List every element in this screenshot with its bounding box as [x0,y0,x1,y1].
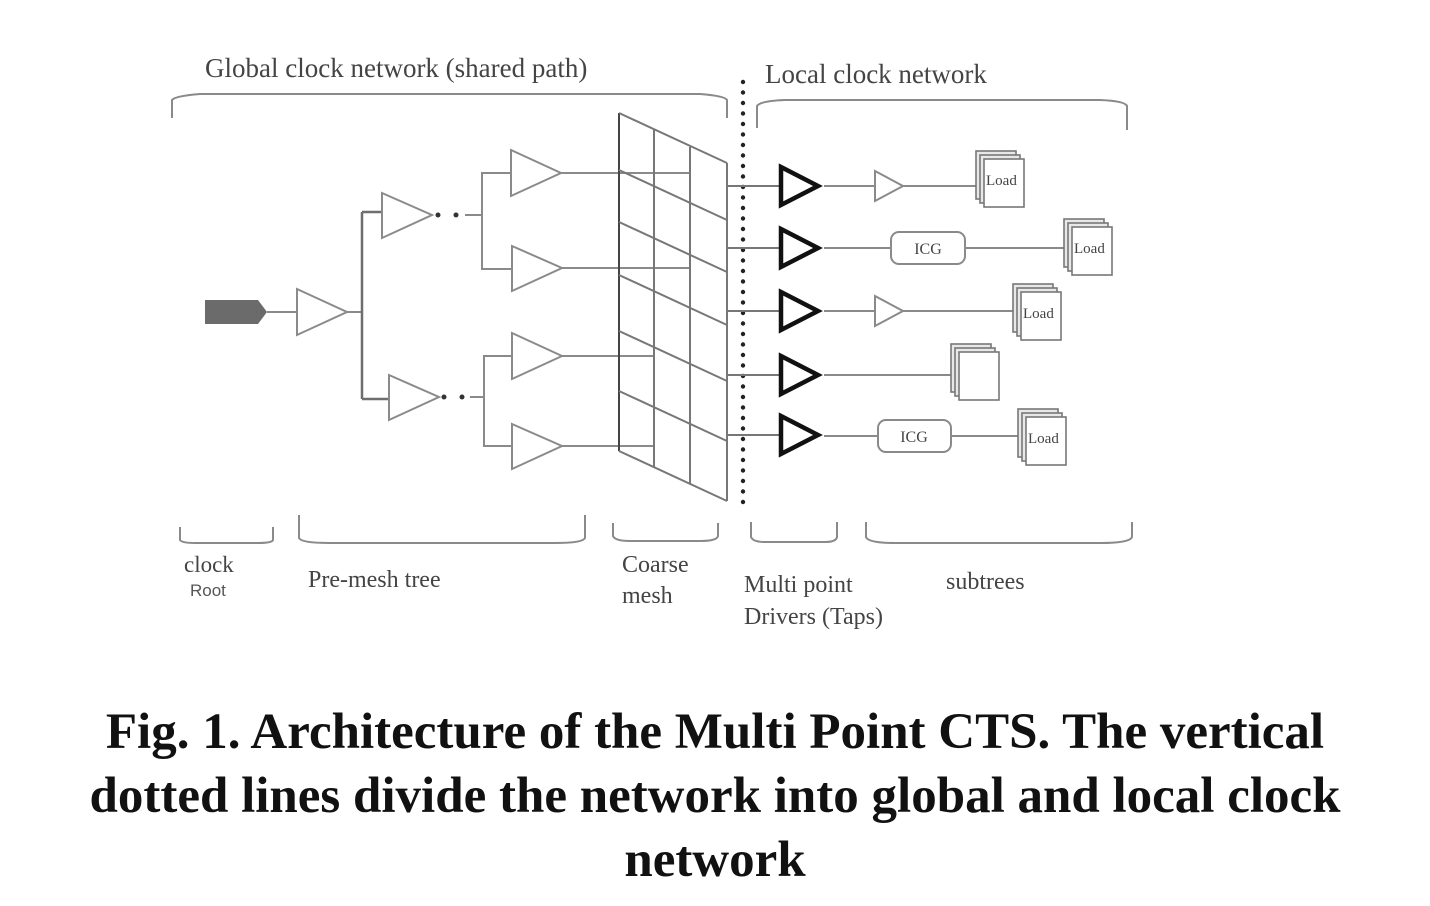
global-local-divider [740,79,746,505]
divider-dot [740,415,746,421]
divider-dot [740,447,746,452]
load-stack [950,343,1000,401]
wire [483,355,512,447]
divider-dot [740,132,746,137]
divider-dot [740,289,746,295]
tap-driver-icon [778,163,823,209]
tap-driver-icon [778,352,823,398]
divider-dot [740,499,746,505]
subtrees: ICG ICG [824,169,1064,453]
caption-line-3: network [624,832,806,888]
clock-root-brace [179,527,274,544]
pre-mesh-tree-label: Pre-mesh tree [308,567,441,593]
multi-point-drivers [727,163,823,458]
icg-label: ICG [900,429,928,446]
coarse-mesh-label-line2: mesh [622,583,673,609]
clock-root-label-line2: Root [190,581,226,600]
subtree-buffer-icon [874,294,906,328]
divider-dot [740,352,746,358]
ellipsis-dot [435,212,441,218]
divider-dot [740,321,746,326]
divider-dot [740,331,746,337]
leaf-buffer-icon [510,148,564,198]
load-stack: Load [1063,218,1113,276]
level2-buffer-icon [388,373,442,422]
taps-label-line2: Drivers (Taps) [744,604,883,630]
divider-dot [740,258,746,263]
divider-dot [740,405,746,410]
tap-driver-icon [778,412,823,458]
load-label: Load [1028,431,1059,447]
global-network-brace [171,93,728,118]
divider-dot [740,111,746,116]
caption-line-1: Fig. 1. Architecture of the Multi Point … [105,704,1325,760]
local-network-brace [756,99,1128,130]
load-stack: Load [1012,283,1062,341]
wire [481,172,512,270]
divider-dot [740,468,746,473]
divider-dot [740,478,746,484]
leaf-buffer-icon [511,244,565,293]
divider-dot [740,489,746,494]
divider-dot [740,457,746,463]
subtree-buffer-icon [874,169,906,203]
pre-mesh-tree [296,148,690,471]
taps-label-line1: Multi point [744,572,853,598]
divider-dot [740,90,746,95]
subtrees-label: subtrees [946,569,1025,595]
clock-network-diagram: Global clock network (shared path) Local… [171,53,1133,630]
divider-dot [740,436,746,442]
global-network-label: Global clock network (shared path) [205,53,587,83]
coarse-mesh-label-line1: Coarse [622,552,689,578]
load-label: Load [1023,306,1054,322]
divider-dot [740,268,746,274]
divider-dot [740,300,746,305]
pre-mesh-brace [298,515,586,544]
figure-caption: Fig. 1. Architecture of the Multi Point … [0,700,1430,892]
clock-root-label-line1: clock [184,552,234,577]
divider-dot [740,226,746,232]
divider-dot [740,153,746,158]
divider-dot [740,174,746,179]
ellipsis-dot [441,394,447,400]
divider-dot [740,426,746,431]
load-label: Load [986,173,1017,189]
divider-dot [740,163,746,169]
divider-dot [740,205,746,211]
divider-dot [740,79,746,85]
taps-brace [750,522,838,543]
root-buffer-icon [296,287,350,337]
divider-dot [740,100,746,106]
load-stack: Load [1017,408,1067,466]
tap-driver-icon [778,225,823,271]
leaf-buffer-icon [511,331,565,381]
divider-dot [740,142,746,148]
divider-dot [740,394,746,400]
divider-dot [740,121,746,127]
caption-line-2: dotted lines divide the network into glo… [89,768,1341,824]
icg-label: ICG [914,241,942,258]
divider-dot [740,342,746,347]
divider-dot [740,279,746,284]
ellipsis-dot [459,394,465,400]
ellipsis-dot [453,212,459,218]
coarse-mesh [618,112,728,502]
divider-dot [740,216,746,221]
load-stack: Load [975,150,1025,208]
divider-dot [740,384,746,389]
clock-root-icon [205,300,267,324]
load-label: Load [1074,241,1105,257]
level2-buffer-icon [381,191,435,240]
divider-dot [740,237,746,242]
divider-dot [740,195,746,200]
tap-driver-icon [778,288,823,334]
local-network-label: Local clock network [765,59,987,89]
subtrees-brace [865,522,1133,544]
leaf-buffer-icon [511,422,565,471]
coarse-mesh-brace [612,523,719,542]
divider-dot [740,363,746,368]
